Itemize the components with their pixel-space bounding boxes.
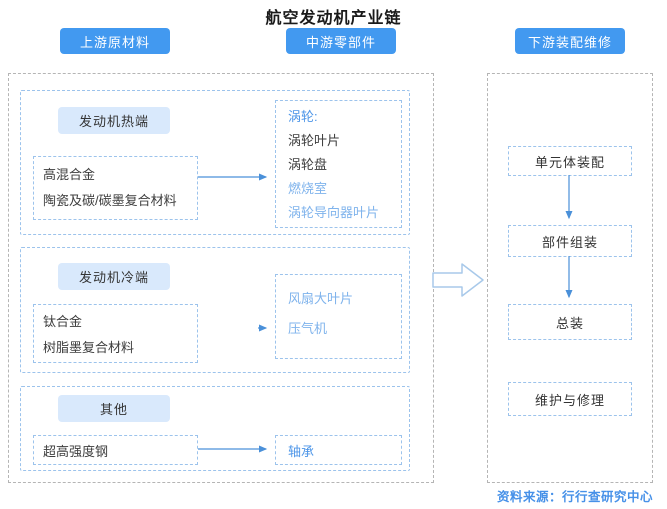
downstream-step-unit-assembly: 单元体装配	[508, 146, 632, 176]
hot-end-components-box: 涡轮: 涡轮叶片 涡轮盘 燃烧室 涡轮导向器叶片	[275, 100, 402, 228]
section-other-label: 其他	[58, 395, 170, 422]
downstream-container	[487, 73, 653, 483]
page-title: 航空发动机产业链	[265, 10, 402, 27]
section-other	[20, 386, 410, 471]
cold-end-components-box: 风扇大叶片 压气机	[275, 274, 402, 359]
section-hot-end-label: 发动机热端	[58, 107, 170, 134]
section-cold-end	[20, 247, 410, 373]
material-item: 高混合金	[43, 167, 96, 182]
component-item: 涡轮盘	[288, 157, 328, 172]
stage-header-midstream: 中游零部件	[286, 28, 396, 54]
big-arrow-left-to-right	[432, 263, 484, 297]
component-item: 风扇大叶片	[288, 291, 354, 306]
section-cold-end-label: 发动机冷端	[58, 263, 170, 290]
component-item: 压气机	[288, 321, 328, 336]
component-item: 涡轮导向器叶片	[288, 205, 380, 220]
other-components-box: 轴承	[275, 435, 402, 465]
source-attribution: 资料来源：行行查研究中心	[496, 490, 653, 504]
component-item: 燃烧室	[288, 181, 328, 196]
component-item: 涡轮:	[288, 109, 318, 124]
material-item: 陶瓷及碳/碳墨复合材料	[43, 193, 177, 208]
other-materials-box: 超高强度钢	[33, 435, 198, 465]
material-item: 超高强度钢	[43, 443, 109, 459]
stage-header-downstream: 下游装配维修	[515, 28, 625, 54]
cold-end-materials-box: 钛合金 树脂墨复合材料	[33, 304, 198, 363]
material-item: 钛合金	[43, 314, 83, 329]
downstream-step-maintenance: 维护与修理	[508, 382, 632, 416]
section-hot-end	[20, 90, 410, 235]
downstream-step-final-assembly: 总装	[508, 304, 632, 340]
hot-end-materials-box: 高混合金 陶瓷及碳/碳墨复合材料	[33, 156, 198, 220]
material-item: 树脂墨复合材料	[43, 340, 135, 355]
stage-header-upstream: 上游原材料	[60, 28, 170, 54]
component-item: 轴承	[288, 443, 315, 459]
component-item: 涡轮叶片	[288, 133, 341, 148]
downstream-step-parts-assembly: 部件组装	[508, 225, 632, 257]
